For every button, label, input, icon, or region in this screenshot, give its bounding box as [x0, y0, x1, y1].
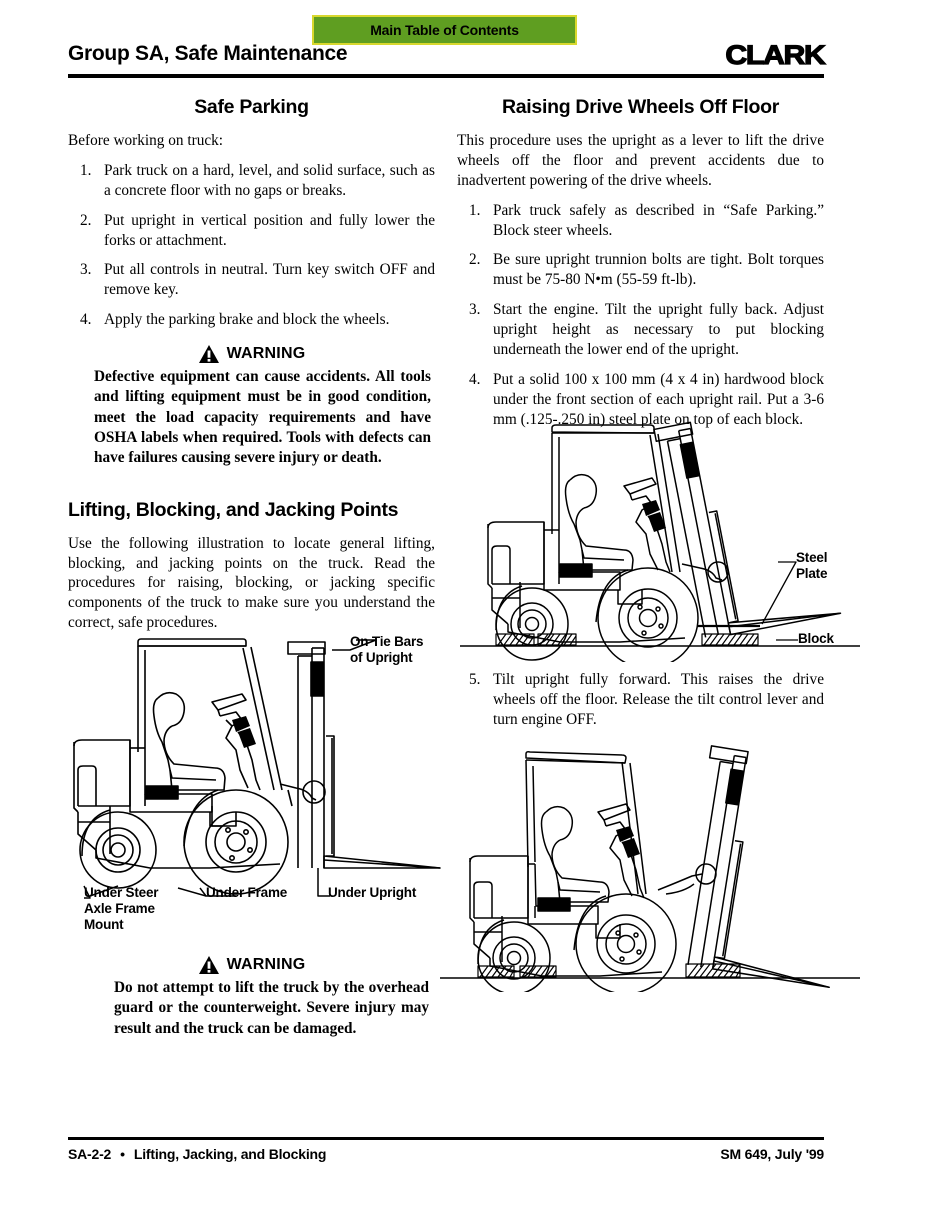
footer-divider	[68, 1137, 824, 1140]
list-item: 2. Put upright in vertical position and …	[68, 211, 435, 251]
safe-parking-steps: 1. Park truck on a hard, level, and soli…	[68, 161, 435, 330]
warning-label: WARNING	[226, 956, 306, 973]
step-number: 4.	[469, 370, 481, 388]
header-divider	[68, 74, 824, 78]
footer-separator: •	[120, 1146, 125, 1162]
raising-intro: This procedure uses the upright as a lev…	[457, 132, 824, 189]
right-column-lower: 5. Tilt upright fully forward. This rais…	[457, 670, 824, 730]
step-text: Apply the parking brake and block the wh…	[104, 311, 390, 329]
warning-triangle-icon	[198, 345, 219, 363]
warning-text: Defective equipment can cause accidents.…	[94, 368, 431, 467]
step-number: 2.	[80, 211, 92, 229]
section-title-lifting-blocking-jacking: Lifting, Blocking, and Jacking Points	[68, 498, 399, 521]
step-text: Be sure upright trunnion bolts are tight…	[493, 251, 824, 289]
step-number: 3.	[80, 261, 92, 279]
footer-section-name: Lifting, Jacking, and Blocking	[133, 1146, 327, 1162]
list-item: 3. Start the engine. Tilt the upright fu…	[457, 300, 824, 360]
step-number: 2.	[469, 251, 481, 269]
raising-steps-continued: 5. Tilt upright fully forward. This rais…	[457, 670, 824, 730]
step-text: Put a solid 100 x 100 mm (4 x 4 in) hard…	[493, 370, 824, 428]
step-number: 3.	[469, 301, 481, 319]
left-column: Safe Parking Before working on truck: 1.…	[68, 96, 435, 643]
step-text: Put upright in vertical position and ful…	[104, 211, 435, 249]
warning-box-overhead-guard: WARNING Do not attempt to lift the truck…	[68, 955, 435, 1039]
list-item: 1. Park truck safely as described in “Sa…	[457, 201, 824, 241]
step-number: 1.	[469, 201, 481, 219]
step-text: Park truck safely as described in “Safe …	[493, 201, 824, 239]
clark-logo: CLARK	[724, 39, 826, 70]
left-column-lower: WARNING Do not attempt to lift the truck…	[68, 955, 435, 1039]
warning-triangle-icon	[198, 956, 219, 974]
step-text: Tilt upright fully forward. This raises …	[493, 671, 824, 728]
footer-page-number: SA-2-2	[68, 1146, 112, 1162]
figure-upright-tilted-forward	[440, 742, 880, 995]
raising-steps: 1. Park truck safely as described in “Sa…	[457, 201, 824, 430]
list-item: 5. Tilt upright fully forward. This rais…	[457, 670, 824, 730]
warning-header: WARNING	[68, 344, 435, 364]
page-footer: SA-2-2 • Lifting, Jacking, and Blocking …	[68, 1146, 824, 1162]
warning-header: WARNING	[68, 955, 435, 975]
step-text: Put all controls in neutral. Turn key sw…	[104, 261, 435, 299]
step-text: Park truck on a hard, level, and solid s…	[104, 161, 435, 199]
page-header: Group SA, Safe Maintenance CLARK	[68, 39, 826, 74]
label-block: Block	[798, 631, 834, 646]
step-number: 4.	[80, 311, 92, 329]
footer-left: SA-2-2 • Lifting, Jacking, and Blocking	[68, 1146, 326, 1162]
main-table-of-contents-button[interactable]: Main Table of Contents	[312, 15, 577, 45]
label-steel-plate: Steel Plate	[796, 550, 828, 581]
section-title-safe-parking: Safe Parking	[194, 96, 309, 118]
forklift-blocked-illustration	[460, 421, 860, 669]
warning-text: Do not attempt to lift the truck by the …	[114, 979, 429, 1037]
list-item: 3. Put all controls in neutral. Turn key…	[68, 260, 435, 300]
list-item: 4. Apply the parking brake and block the…	[68, 310, 435, 330]
step-number: 5.	[469, 671, 481, 688]
page-title: Group SA, Safe Maintenance	[68, 42, 348, 65]
figure-lifting-points: On Tie Bars of Upright Under Steer Axle …	[60, 620, 460, 940]
safe-parking-intro: Before working on truck:	[68, 132, 224, 149]
list-item: 4. Put a solid 100 x 100 mm (4 x 4 in) h…	[457, 370, 824, 430]
warning-box-equipment: WARNING Defective equipment can cause ac…	[68, 344, 435, 469]
step-number: 1.	[80, 161, 92, 179]
list-item: 1. Park truck on a hard, level, and soli…	[68, 161, 435, 201]
list-item: 2. Be sure upright trunnion bolts are ti…	[457, 250, 824, 290]
warning-label: WARNING	[226, 345, 306, 362]
forklift-wheels-raised-illustration	[440, 745, 860, 995]
figure-upright-tilted-back: Steel Plate Block	[460, 412, 880, 669]
label-on-tie-bars: On Tie Bars of Upright	[350, 634, 424, 665]
section-title-raising-drive-wheels: Raising Drive Wheels Off Floor	[501, 96, 780, 118]
toc-button-label: Main Table of Contents	[370, 22, 519, 38]
label-under-frame: Under Frame	[206, 885, 288, 900]
step-text: Start the engine. Tilt the upright fully…	[493, 301, 824, 358]
right-column: Raising Drive Wheels Off Floor This proc…	[457, 96, 824, 429]
footer-manual-id: SM 649, July '99	[720, 1146, 824, 1162]
lifting-intro: Use the following illustration to locate…	[68, 534, 435, 632]
label-under-upright: Under Upright	[328, 885, 417, 900]
forklift-lifting-points-illustration	[73, 638, 441, 899]
label-under-steer-axle-frame-mount: Under Steer Axle Frame Mount	[84, 885, 159, 932]
